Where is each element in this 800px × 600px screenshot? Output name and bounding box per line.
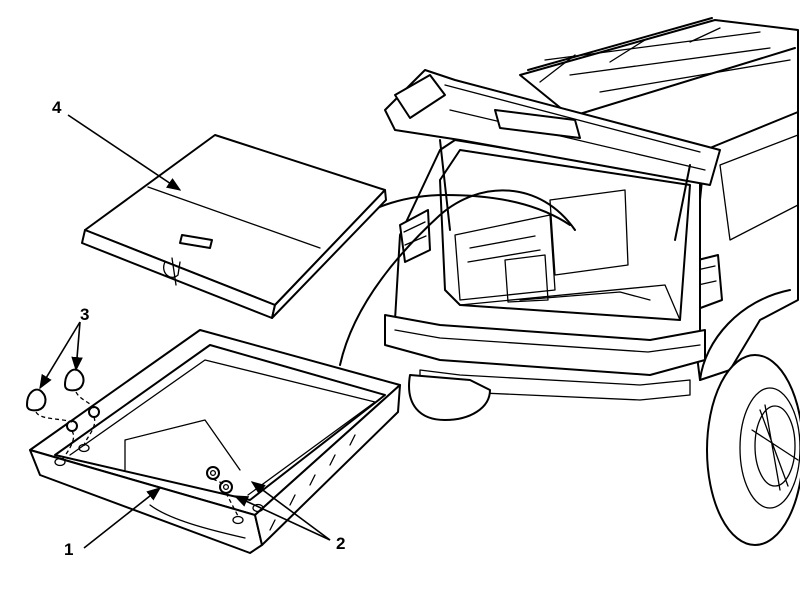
plug-placement-path [35, 391, 96, 461]
callout-2: 2 [336, 534, 345, 553]
leader-line-2b [250, 481, 331, 541]
vehicle-rear-illustration [339, 17, 800, 546]
storage-bin [29, 329, 401, 554]
leader-line-3a [39, 321, 81, 390]
leader-line-3b [71, 321, 83, 372]
leader-line-4 [67, 114, 182, 191]
nut-placement-path [212, 478, 239, 517]
callout-1: 1 [64, 540, 73, 559]
leader-line-2a [233, 495, 331, 541]
leader-line-1 [83, 487, 162, 549]
nut-right [206, 466, 220, 480]
plug-cap-left [26, 388, 78, 432]
callout-3: 3 [80, 305, 89, 324]
nut-left [219, 480, 233, 494]
callout-4: 4 [52, 98, 62, 117]
plug-cap-right [64, 368, 100, 418]
cargo-cover-panel [81, 134, 387, 319]
